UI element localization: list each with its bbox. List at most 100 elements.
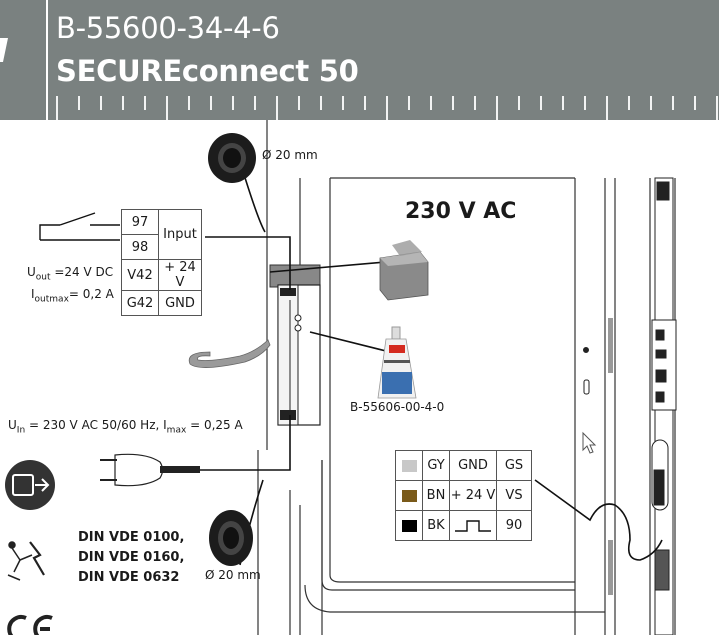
ruler-tick [144,96,146,110]
output-current-value: = 0,2 A [68,287,114,301]
wire-color-legend: GY GND GS BN + 24 V VS BK 90 [395,450,532,541]
output-voltage-spec: Uout =24 V DC [27,265,113,282]
ruler-tick [540,96,542,110]
ce-mark [7,615,53,635]
output-voltage-value: =24 V DC [50,265,114,279]
input-current-subscript: max [166,425,187,436]
wire-color-swatch [401,489,417,502]
legend-row: BK 90 [395,510,532,541]
ruler-tick [672,96,674,110]
input-voltage-symbol: U [8,418,17,432]
wire-code: BK [422,510,450,541]
terminal-pin: V42 [121,259,159,291]
ruler-tick [518,96,520,110]
output-current-symbol: I [31,287,35,301]
door-pane [304,440,605,613]
input-current-value: = 0,25 A [186,418,243,432]
electric-shock-warning-icon [7,541,45,581]
ruler-tick [100,96,102,110]
corner-mark-icon [0,38,8,62]
grommet-icon [209,510,253,566]
ruler-tick [232,96,234,110]
legend-row: BN + 24 V VS [395,480,532,511]
cable-tie-icon [188,339,271,368]
ruler-tick [78,96,80,110]
ruler-tick [56,96,58,120]
grease-tube-icon [377,326,417,399]
pulse-signal-icon [449,510,497,541]
pulse-signal-icon [455,519,491,532]
multipoint-lock-strip [583,177,677,635]
grommet-icon [208,133,256,183]
terminal-pin: 97 [121,209,159,235]
wire-terminal: VS [496,480,532,511]
wire-function: GND [449,450,497,481]
ruler-tick [562,96,564,110]
standard-item: DIN VDE 0100, [78,530,185,545]
standard-item: DIN VDE 0632 [78,570,180,585]
header-bar: B-55600-34-4-6 SECUREconnect 50 [0,0,719,120]
terminal-function: GND [158,290,202,316]
ruler-tick [452,96,454,110]
contact-switch-symbol [39,212,120,241]
grommet-bottom-label: Ø 20 mm [205,568,261,582]
lock-cable [534,479,663,561]
ruler-tick [254,96,256,110]
output-current-subscript: outmax [34,294,69,305]
ruler-tick [650,96,652,110]
input-voltage-subscript: In [16,425,26,436]
foam-block [379,240,429,301]
output-current-spec: Ioutmax= 0,2 A [31,287,114,304]
header-separator [46,0,48,120]
ruler-tick [166,96,168,120]
ruler-tick [628,96,630,110]
ruler-tick [342,96,344,110]
standards-list: DIN VDE 0100, DIN VDE 0160, DIN VDE 0632 [78,528,184,588]
ruler-tick [496,96,498,120]
ruler-tick [122,96,124,110]
standard-item: DIN VDE 0160, [78,550,185,565]
wire-terminal: 90 [496,510,532,541]
wire-color-swatch [401,519,417,532]
power-supply-unit [269,264,321,426]
terminal-function: Input [158,209,202,260]
ruler-tick [210,96,212,110]
input-spec: UIn = 230 V AC 50/60 Hz, Imax = 0,25 A [8,418,243,435]
input-voltage-value: = 230 V AC 50/60 Hz, I [25,418,167,432]
ruler-tick [298,96,300,110]
power-plug-icon [100,453,200,487]
output-voltage-symbol: U [27,265,36,279]
wire-function: + 24 V [449,480,497,511]
part-number: B-55600-34-4-6 [56,11,280,45]
ruler-tick [474,96,476,110]
wire-color-swatch [401,459,417,472]
terminal-pin: G42 [121,290,159,316]
grease-part-number: B-55606-00-4-0 [350,400,445,414]
terminal-function: + 24 V [158,259,202,291]
ruler-tick [386,96,388,120]
ruler-tick [408,96,410,110]
ruler-tick [364,96,366,110]
mouse-cursor-icon [582,431,597,454]
ruler-tick [276,96,278,120]
ruler-tick [694,96,696,110]
ruler-tick [716,96,718,120]
grommet-top-label: Ø 20 mm [262,148,318,162]
header-ruler [48,96,719,120]
voltage-label: 230 V AC [405,199,517,224]
wire-code: BN [422,480,450,511]
ruler-tick [584,96,586,110]
ruler-tick [606,96,608,120]
wire-code: GY [422,450,450,481]
wire-terminal: GS [496,450,532,481]
output-voltage-subscript: out [35,272,51,283]
ruler-tick [188,96,190,110]
ruler-tick [320,96,322,110]
terminal-block: 97 Input 98 V42 + 24 V G42 GND [121,209,202,316]
ruler-tick [430,96,432,110]
terminal-pin: 98 [121,234,159,260]
plug-socket-icon [5,460,55,510]
product-name: SECUREconnect 50 [56,54,359,88]
legend-row: GY GND GS [395,450,532,481]
